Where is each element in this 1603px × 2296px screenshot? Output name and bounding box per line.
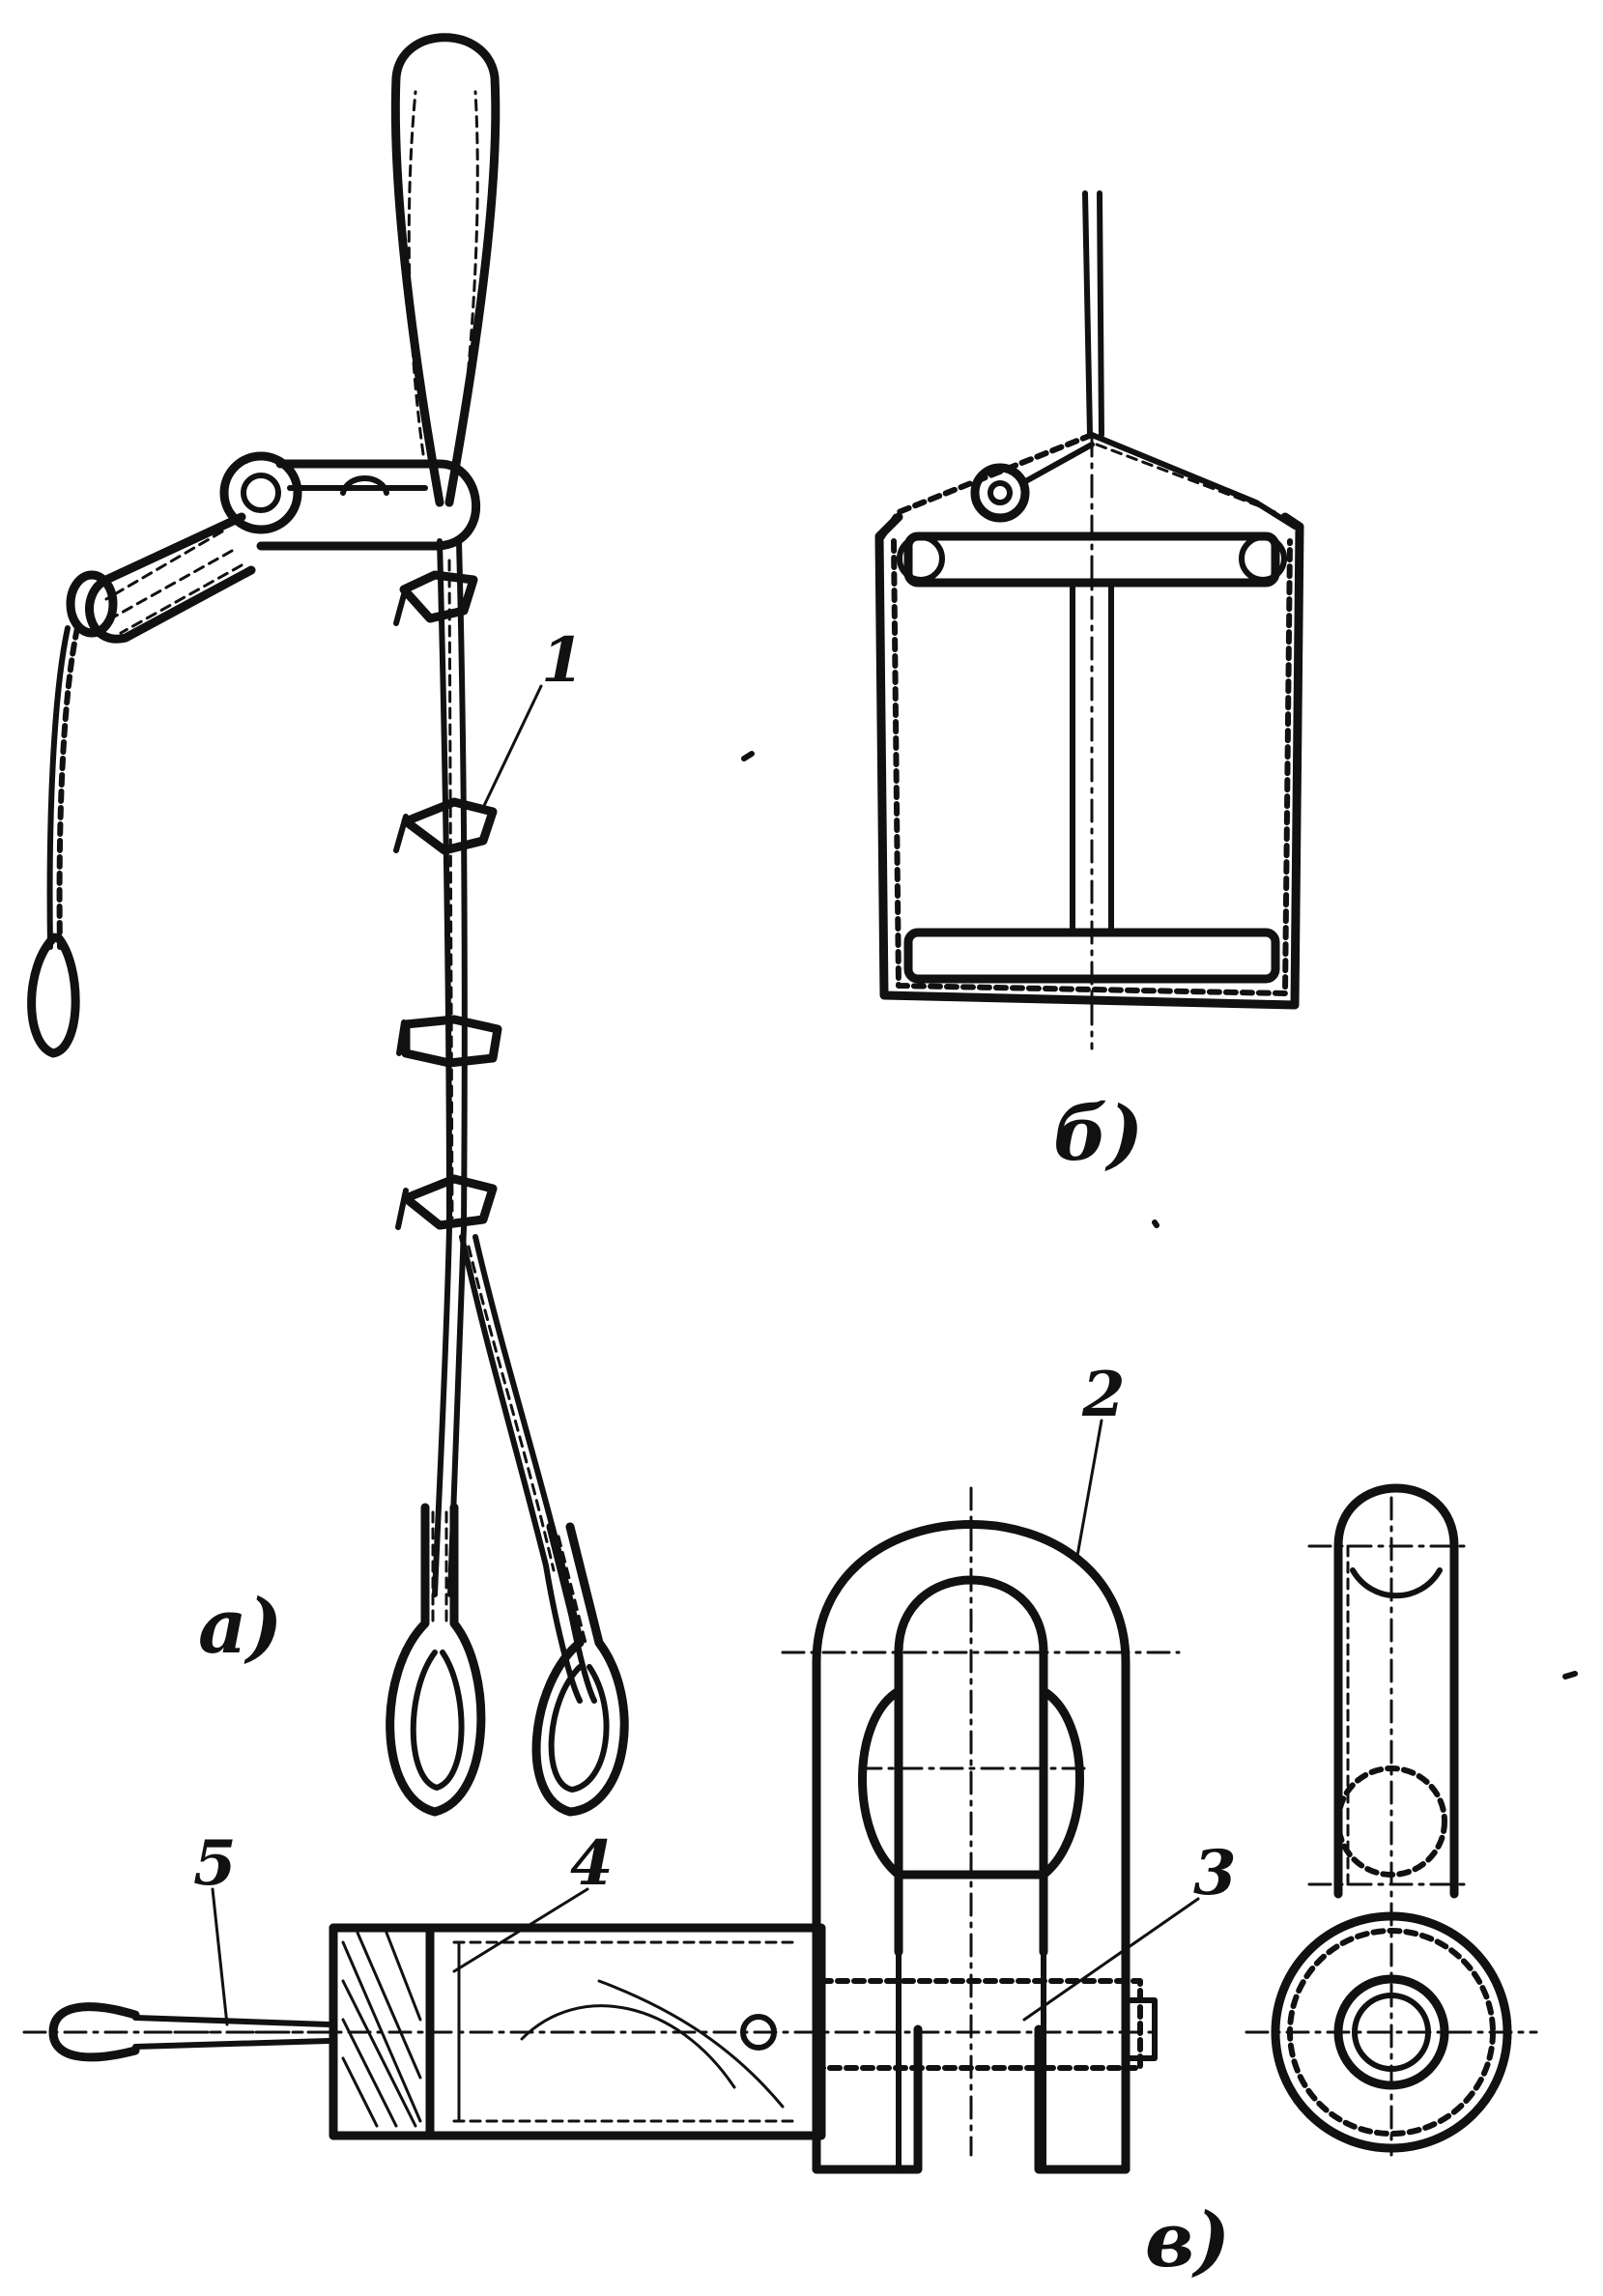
shackle-body (812, 1520, 1131, 2174)
branch-rope (459, 1234, 583, 1704)
speck (1152, 1220, 1159, 1228)
sling-eye (970, 463, 1030, 523)
side-view-ring (1271, 1911, 1512, 2153)
frame-hoist-b (874, 190, 1304, 1050)
callout-2: 2 (1081, 1359, 1126, 1431)
hoist-rope (1082, 190, 1104, 438)
callout-5-leader (211, 1887, 229, 2026)
bottom-loop-right (531, 1522, 629, 1817)
callout-4-leader (452, 1887, 589, 1973)
tail-rope-end (48, 2002, 140, 2062)
callout-4: 4 (570, 1827, 614, 1900)
callout-1: 1 (541, 624, 585, 697)
part-label-v: в) (1145, 2196, 1230, 2284)
frame-outline (874, 512, 1304, 1010)
vertical-strut (1070, 580, 1114, 935)
callout-3: 3 (1193, 1837, 1237, 1909)
shackle-pin-ball (858, 1686, 1084, 1880)
shackle-assembly-v (22, 1419, 1538, 2174)
part-label-b: б) (1053, 1090, 1143, 1178)
callout-1-leader (479, 684, 543, 814)
callout-5: 5 (193, 1827, 237, 1900)
speck (1562, 1671, 1578, 1679)
side-rope-eye (27, 933, 80, 1058)
side-view-hole (1333, 1974, 1449, 2090)
speck (741, 751, 755, 761)
bar-eye (219, 451, 302, 534)
rope-clip (393, 797, 498, 855)
callout-2-leader (1075, 1419, 1103, 1558)
tail-rope (132, 2015, 331, 2050)
rope-clip (396, 1015, 502, 1068)
callout-3-leader (1022, 1897, 1200, 2022)
side-rope (56, 625, 80, 950)
part-label-a: а) (198, 1583, 282, 1671)
shackle-bolt (818, 1978, 1143, 2071)
sling-assembly-a (27, 33, 629, 1817)
rope-clip (393, 570, 478, 626)
sleeve-rivet (740, 2014, 777, 2051)
shackle-slot (894, 1575, 1048, 1957)
side-view-plate (1333, 1483, 1459, 1899)
rope-clip (395, 1174, 498, 1230)
cross-bar (256, 459, 480, 551)
main-rope (432, 538, 452, 1597)
bottom-loop-left (386, 1503, 486, 1817)
